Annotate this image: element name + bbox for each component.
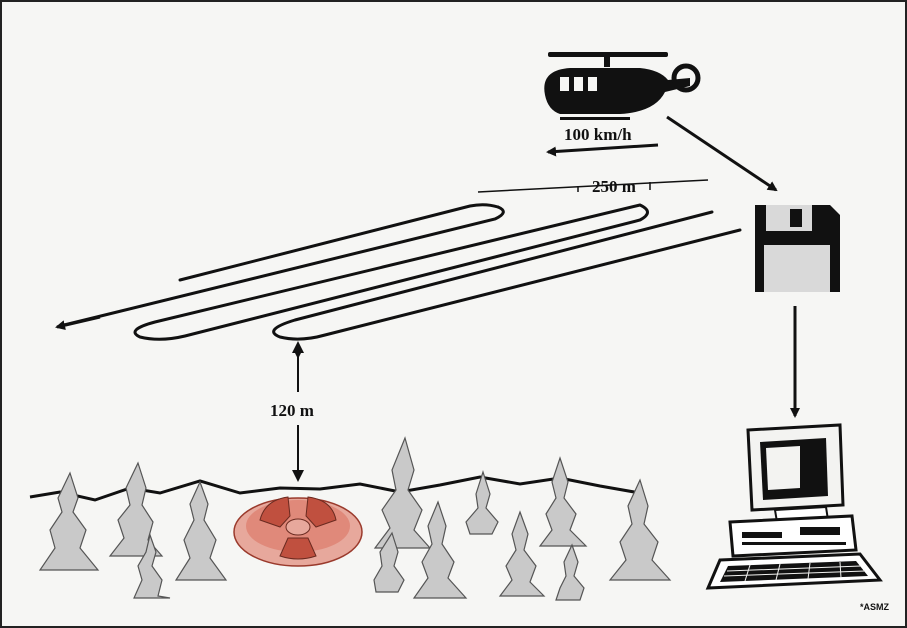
flight-path xyxy=(60,205,740,340)
data-transfer-arrow-1 xyxy=(667,117,776,190)
altitude-label: 120 m xyxy=(270,401,314,420)
tree-icon xyxy=(414,502,466,598)
spacing-label: 250 m xyxy=(592,177,636,196)
tree-icon xyxy=(375,438,430,548)
tree-icon xyxy=(556,545,584,600)
tree-icon xyxy=(40,473,98,570)
tree-icon xyxy=(176,482,226,580)
ground-line xyxy=(30,477,640,500)
tree-icon xyxy=(466,472,498,534)
helicopter-icon xyxy=(544,52,698,120)
computer-icon xyxy=(708,425,880,588)
altitude-arrowhead-top xyxy=(292,341,304,353)
radiation-icon xyxy=(234,497,362,566)
floppy-disk-icon xyxy=(755,205,840,292)
flight-direction-arrow xyxy=(57,317,100,327)
tree-icon xyxy=(540,458,586,546)
tree-icon xyxy=(610,480,670,580)
tree-icon xyxy=(110,463,162,556)
tree-icon xyxy=(500,512,544,596)
speed-label: 100 km/h xyxy=(564,125,632,144)
altitude-arrowhead-bottom xyxy=(292,470,304,482)
credit-label: *ASMZ xyxy=(860,602,890,612)
speed-arrow xyxy=(548,145,658,152)
